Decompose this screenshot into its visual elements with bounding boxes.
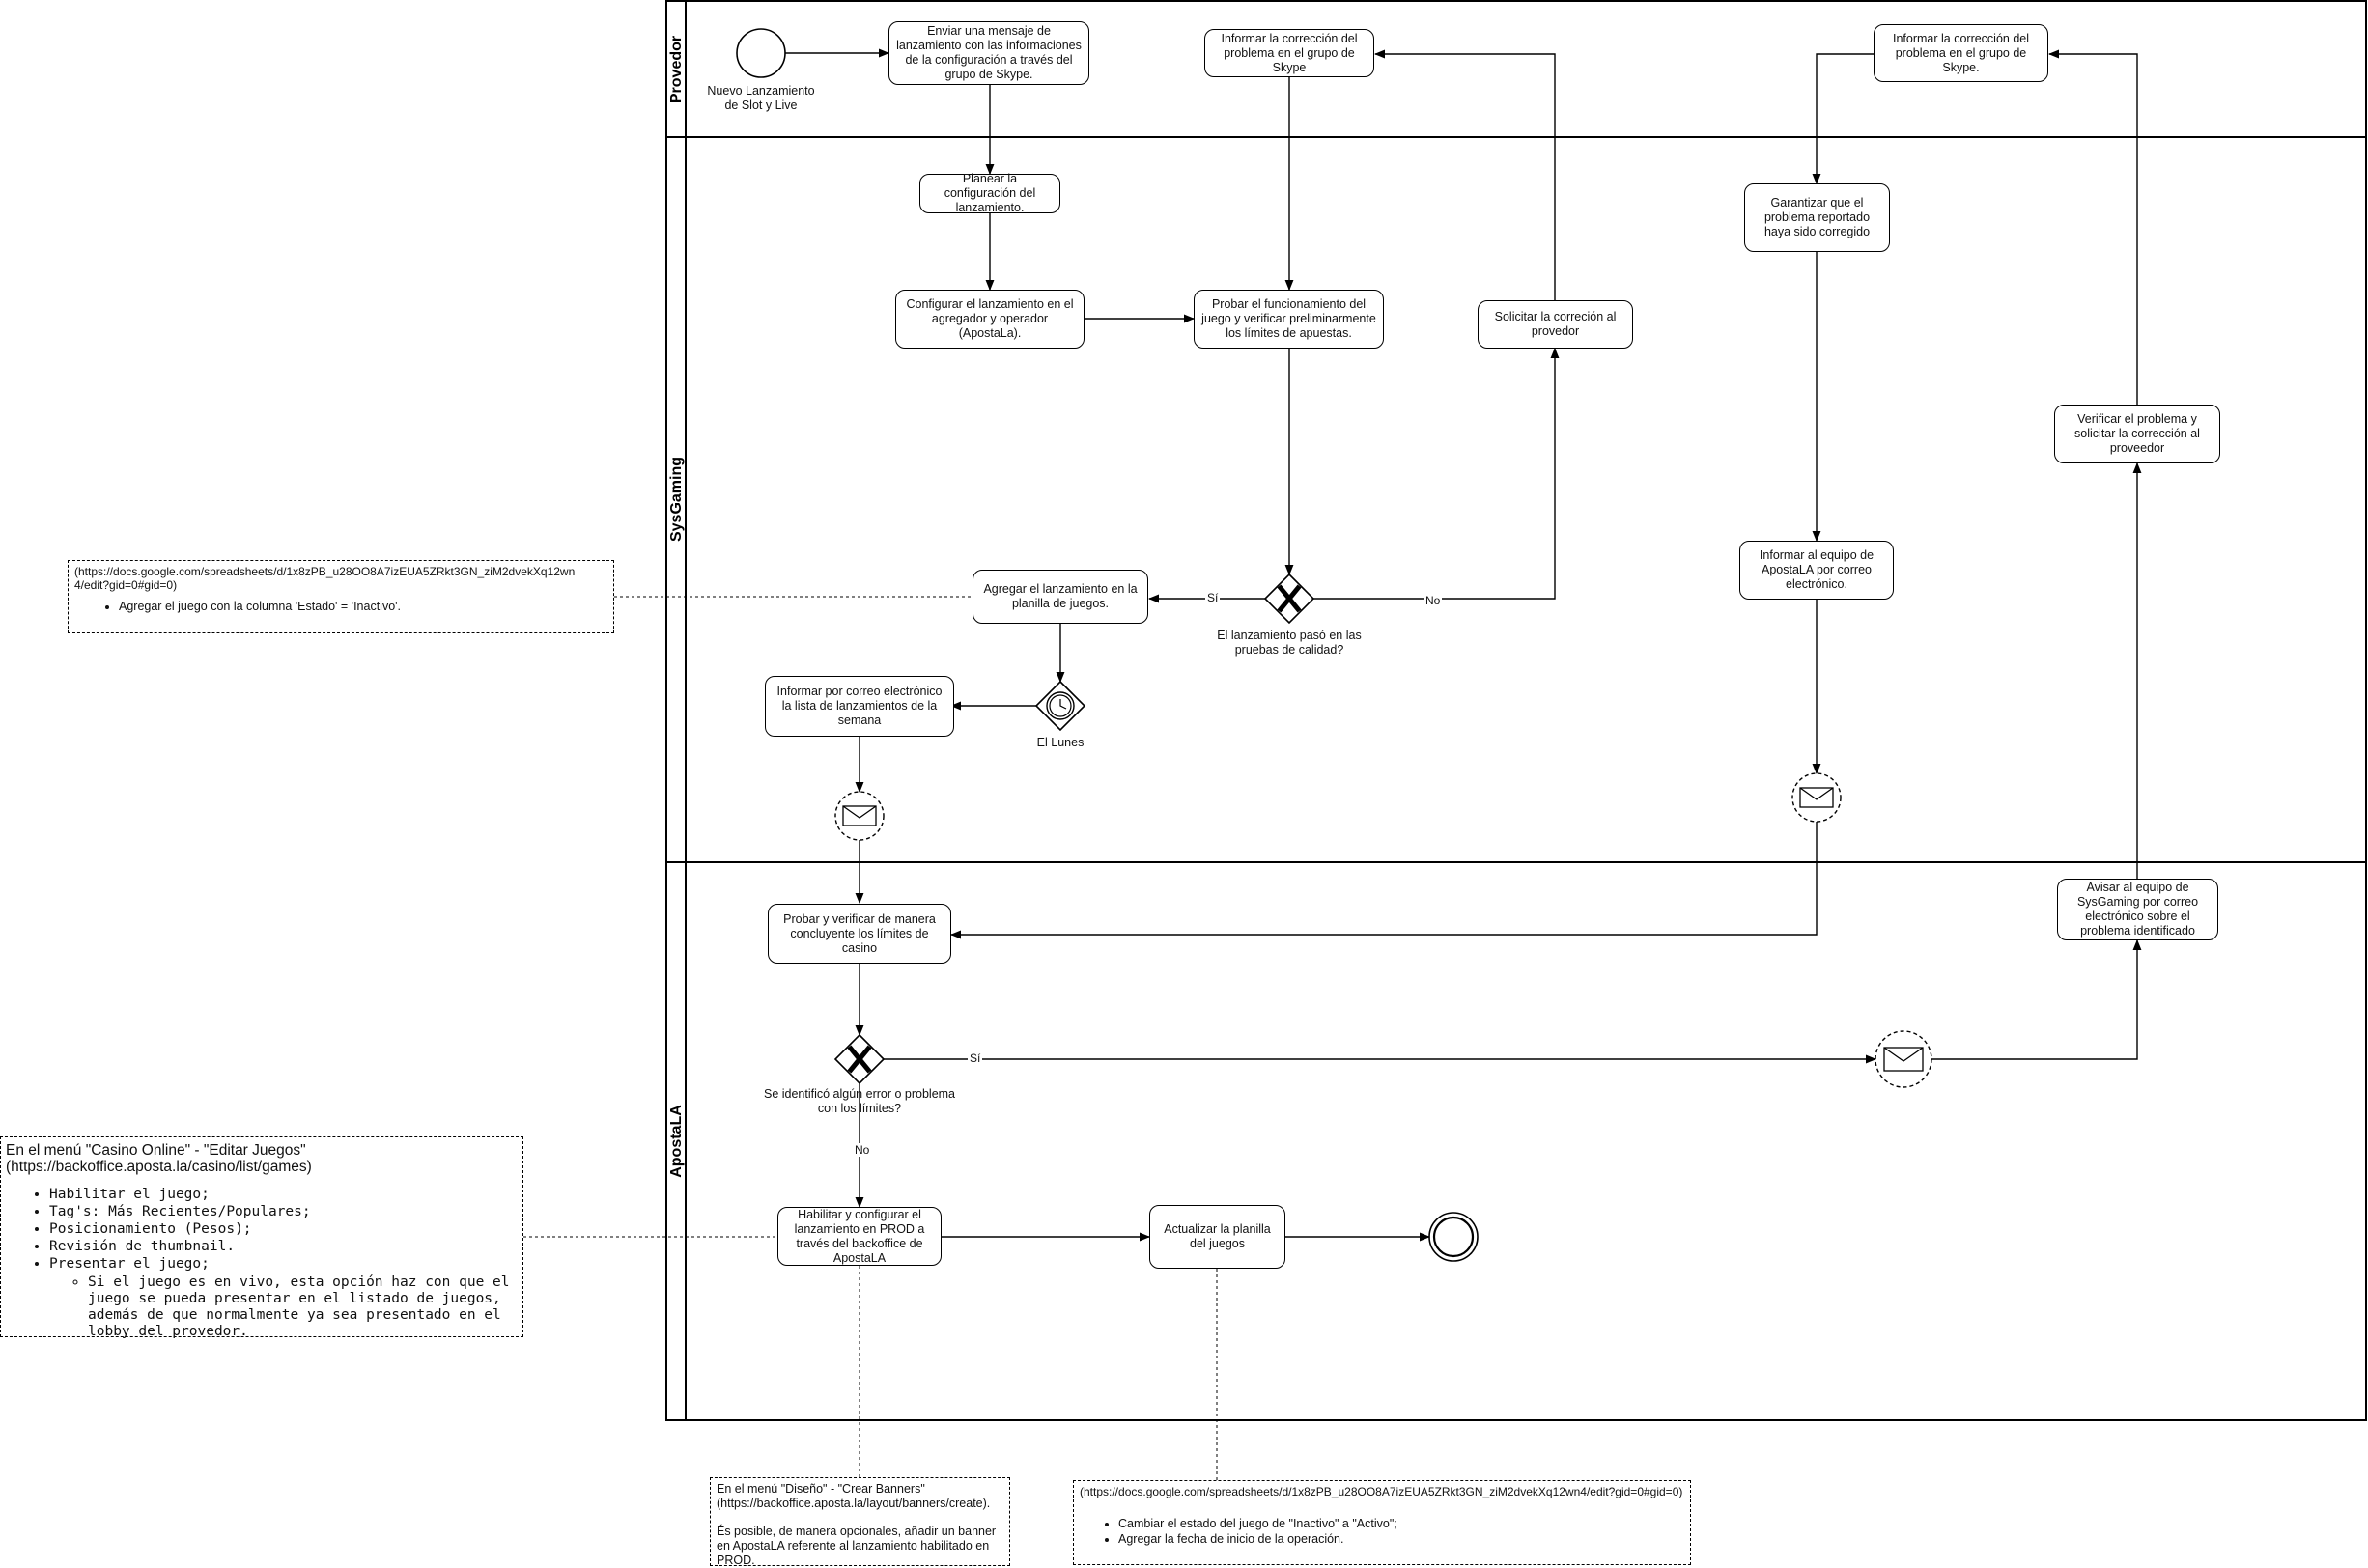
task-habilitar: Habilitar y configurar el lanzamiento en…	[777, 1207, 942, 1266]
gateway-calidad	[1263, 573, 1315, 625]
task-avisar-equipo: Avisar al equipo de SysGaming por correo…	[2057, 879, 2218, 940]
note-actualizar: (https://docs.google.com/spreadsheets/d/…	[1073, 1480, 1691, 1565]
task-informar-correccion-2: Informar la corrección del problema en e…	[1874, 24, 2048, 82]
note-item: Tag's: Más Recientes/Populares;	[49, 1204, 518, 1220]
edge-label-no: No	[853, 1143, 872, 1157]
lane-title-provedor: Provedor	[668, 36, 685, 103]
note-planilla: (https://docs.google.com/spreadsheets/d/…	[68, 560, 614, 633]
task-informar-lista: Informar por correo electrónico la lista…	[765, 676, 954, 737]
envelope-icon	[1875, 1030, 1932, 1088]
task-agregar-planilla: Agregar el lanzamiento en la planilla de…	[973, 570, 1148, 624]
note-subitem: Si el juego es en vivo, esta opción haz …	[88, 1274, 518, 1340]
start-event-label: Nuevo Lanzamiento de Slot y Live	[707, 84, 815, 112]
gateway-error	[833, 1033, 886, 1085]
envelope-icon	[1791, 772, 1842, 823]
task-informar-equipo: Informar al equipo de ApostaLA por corre…	[1739, 541, 1894, 600]
edge-label-no: No	[1424, 594, 1443, 607]
note-item-text: Presentar el juego;	[49, 1256, 210, 1272]
note-text: És posible, de manera opcionales, añadir…	[717, 1525, 997, 1567]
association-lines	[523, 596, 1218, 1480]
edge-label-si: Sí	[968, 1051, 983, 1065]
task-probar-funcionamiento: Probar el funcionamiento del juego y ver…	[1194, 290, 1384, 349]
task-configurar: Configurar el lanzamiento en el agregado…	[895, 290, 1085, 349]
note-title: En el menú "Diseño" - "Crear Banners"	[717, 1482, 925, 1496]
end-event	[1428, 1212, 1479, 1262]
timer-icon	[1034, 680, 1086, 732]
timer-event-label: El Lunes	[1036, 736, 1085, 749]
edge-label-si: Sí	[1205, 591, 1221, 604]
note-item: Presentar el juego; Si el juego es en vi…	[49, 1256, 518, 1340]
envelope-icon	[834, 791, 885, 841]
lane-title-sysgaming: SysGaming	[668, 457, 685, 542]
note-title: En el menú "Casino Online" - "Editar Jue…	[6, 1142, 306, 1159]
note-item: Revisión de thumbnail.	[49, 1239, 518, 1255]
task-enviar-mensaje: Enviar una mensaje de lanzamiento con la…	[888, 21, 1089, 85]
gateway-error-label: Se identificó algún error o problema con…	[763, 1087, 956, 1115]
note-url: (https://docs.google.com/spreadsheets/d/…	[1080, 1485, 1683, 1498]
note-item: Agregar la fecha de inicio de la operaci…	[1118, 1532, 1684, 1547]
task-probar-verificar: Probar y verificar de manera concluyente…	[768, 904, 951, 964]
note-url: (https://backoffice.aposta.la/layout/ban…	[717, 1497, 991, 1510]
note-item: Habilitar el juego;	[49, 1187, 518, 1203]
task-actualizar: Actualizar la planilla del juegos	[1149, 1205, 1285, 1269]
sequence-flows	[785, 48, 2142, 1242]
task-solicitar-correcion: Solicitar la correción al provedor	[1478, 300, 1633, 349]
note-item: Agregar el juego con la columna 'Estado'…	[119, 600, 607, 614]
note-item: Cambiar el estado del juego de "Inactivo…	[1118, 1517, 1684, 1531]
note-url: (https://docs.google.com/spreadsheets/d/…	[74, 565, 576, 592]
note-banners: En el menú "Diseño" - "Crear Banners" (h…	[710, 1477, 1010, 1567]
note-item: Posicionamiento (Pesos);	[49, 1221, 518, 1238]
task-verificar-problema: Verificar el problema y solicitar la cor…	[2054, 405, 2220, 463]
pool	[665, 0, 2367, 1421]
lane-title-apostala: ApostaLA	[668, 1105, 685, 1178]
note-casino: En el menú "Casino Online" - "Editar Jue…	[0, 1136, 523, 1340]
task-garantizar: Garantizar que el problema reportado hay…	[1744, 183, 1890, 252]
note-url: (https://backoffice.aposta.la/casino/lis…	[6, 1159, 312, 1175]
task-informar-correccion-1: Informar la corrección del problema en e…	[1204, 29, 1374, 77]
gateway-calidad-label: El lanzamiento pasó en las pruebas de ca…	[1217, 629, 1362, 657]
start-event	[736, 28, 786, 78]
task-planear: Planear la configuración del lanzamiento…	[919, 172, 1060, 214]
